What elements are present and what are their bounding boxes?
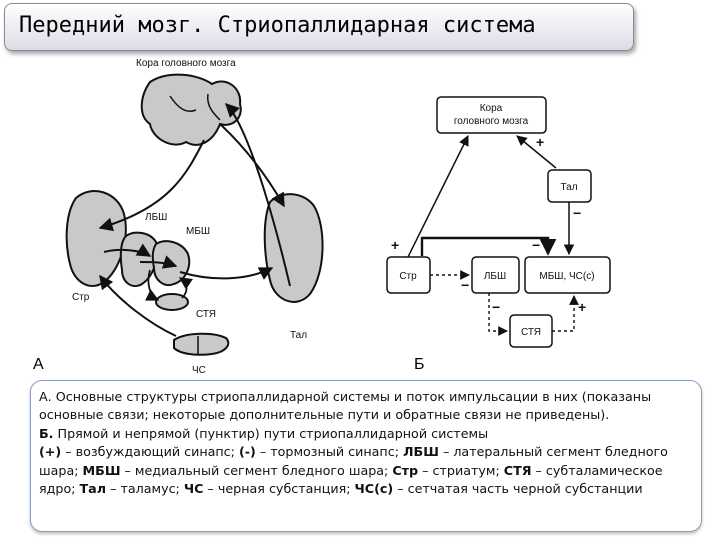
thalamus-shape: [263, 193, 324, 303]
legend-lbsh-abbr: ЛБШ: [403, 444, 439, 460]
caption-box: А. Основные структуры стриопаллидарной с…: [30, 380, 702, 532]
b-lbsh-box: [471, 256, 520, 294]
b-sign-minus-stya: −: [492, 299, 500, 315]
legend-chsc-text: – сетчатая часть черной субстанции: [393, 481, 643, 497]
chs-shape: [173, 332, 230, 356]
legend-minus-abbr: (-): [238, 444, 256, 460]
b-sign-plus-mbsh: +: [578, 299, 586, 315]
legend-str-text: – стриатум;: [418, 462, 504, 478]
striatum-shape: [65, 190, 127, 287]
b-sign-minus-lbsh: −: [461, 277, 469, 293]
a-tal-label: Тал: [290, 330, 307, 341]
caption-paragraph-legend: (+) – возбуждающий синапс; (-) – тормозн…: [39, 443, 691, 498]
caption-a-label: А.: [39, 389, 52, 404]
legend-stya-text: – субталамическое ядро;: [39, 462, 663, 497]
legend-chs-text: – черная субстанция;: [203, 481, 355, 497]
title-bar: Передний мозг. Стриопаллидарная система: [4, 3, 634, 51]
a-chs-label: ЧС: [192, 365, 206, 376]
a-stya-label: СТЯ: [196, 309, 216, 320]
legend-mbsh-text: – медиальный сегмент бледного шара;: [120, 462, 393, 478]
legend-stya-abbr: СТЯ: [503, 462, 532, 478]
b-cortex-label-1: Кора: [480, 103, 503, 114]
panel-b-schema: Кора головного мозга Тал Стр ЛБШ МБШ, ЧС…: [386, 96, 611, 348]
a-str-label: Стр: [72, 292, 90, 303]
b-lbsh-label: ЛБШ: [484, 271, 506, 282]
b-sign-minus-direct: −: [532, 237, 540, 253]
b-sign-minus-tal: −: [573, 205, 581, 221]
b-sign-plus-str: +: [391, 237, 399, 253]
caption-paragraph-b: Б. Прямой и непрямой (пунктир) пути стри…: [39, 425, 691, 443]
legend-plus-text: – возбуждающий синапс;: [61, 444, 239, 460]
legend-chsc-abbr: ЧС(с): [354, 481, 394, 497]
b-mbsh-box: [524, 256, 611, 294]
legend-str-abbr: Стр: [392, 462, 419, 478]
b-tal-label: Тал: [560, 182, 577, 193]
panel-a-label: А: [33, 356, 44, 373]
legend-tal-abbr: Тал: [79, 481, 107, 497]
slide-title: Передний мозг. Стриопаллидарная система: [19, 13, 536, 38]
panel-a-drawing: Кора головного мозга ЛБШ МБШ Стр СТЯ ЧС …: [65, 58, 324, 376]
legend-lbsh-text: – латеральный сегмент бледного шара;: [39, 444, 668, 478]
legend-minus-text: – тормозный синапс;: [255, 444, 404, 460]
b-str-label: Стр: [399, 271, 417, 282]
legend-mbsh-abbr: МБШ: [82, 462, 121, 478]
b-cortex-box: [436, 96, 547, 134]
a-mbsh-label: МБШ: [186, 226, 210, 237]
b-mbsh-label: МБШ, ЧС(с): [539, 271, 594, 282]
caption-b-label: Б.: [39, 425, 54, 441]
legend-plus-abbr: (+): [39, 444, 62, 460]
legend-chs-abbr: ЧС: [183, 481, 204, 497]
legend-tal-text: – таламус;: [106, 481, 184, 497]
a-lbsh-label: ЛБШ: [145, 212, 167, 223]
b-cortex-label-2: головного мозга: [454, 116, 529, 127]
caption-b-text: Прямой и непрямой (пунктир) пути стриопа…: [53, 425, 489, 441]
caption-a-text: Основные структуры стриопаллидарной сист…: [39, 389, 652, 423]
cortex-shape: [140, 73, 242, 146]
caption-paragraph-a: А. Основные структуры стриопаллидарной с…: [39, 388, 691, 425]
b-sign-plus-cortex-tal: +: [536, 134, 544, 150]
stya-shape: [155, 293, 189, 311]
b-stya-label: СТЯ: [521, 327, 541, 338]
a-cortex-label: Кора головного мозга: [136, 58, 236, 69]
lbsh-shape: [119, 231, 159, 288]
panel-b-label: Б: [414, 356, 425, 373]
